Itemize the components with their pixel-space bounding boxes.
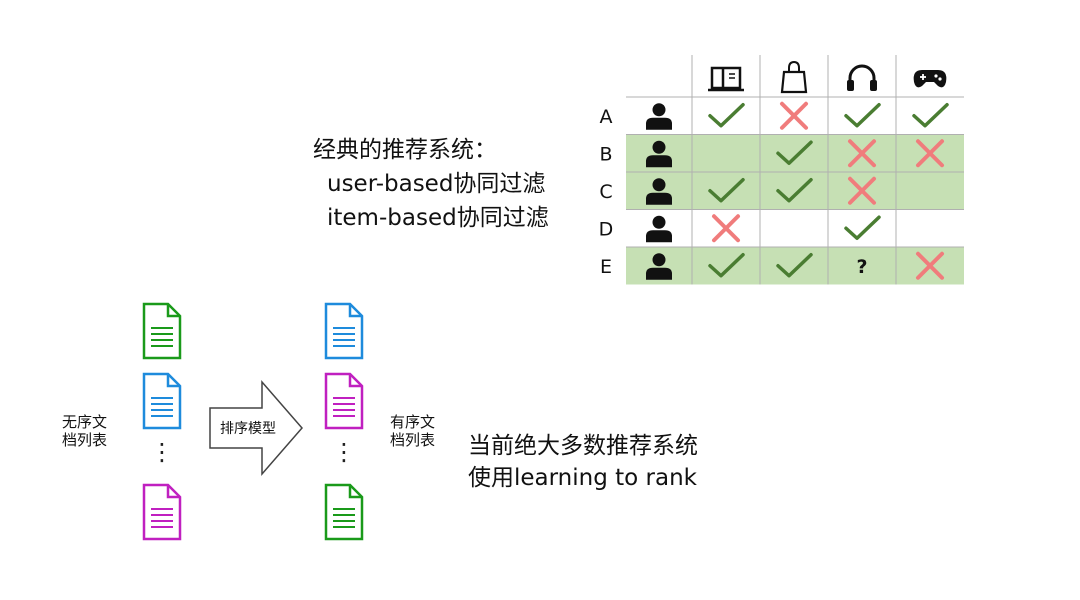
check-icon <box>708 253 745 278</box>
document-icon <box>142 483 182 541</box>
unordered-list-label: 无序文 档列表 <box>62 413 108 449</box>
person-icon <box>646 215 672 243</box>
classic-recsys-text: 经典的推荐系统： user-based协同过滤 item-based协同过滤 <box>313 133 549 235</box>
shopping-bag-icon <box>780 60 808 94</box>
ellipsis: ⋮ <box>332 438 356 466</box>
user-label: D <box>599 218 614 240</box>
document-icon <box>142 372 182 430</box>
ellipsis: ⋮ <box>150 438 174 466</box>
person-icon <box>646 103 672 130</box>
document-icon <box>324 372 364 430</box>
user-label: A <box>600 106 613 128</box>
unknown-rating: ? <box>856 256 867 278</box>
person-icon <box>646 253 672 280</box>
highlight-row <box>626 172 964 210</box>
book-icon <box>708 66 744 92</box>
document-icon <box>324 483 364 541</box>
user-based-cf: user-based协同过滤 <box>327 171 546 197</box>
cross-icon <box>712 214 740 243</box>
cross-icon <box>848 176 876 205</box>
ltr-note: 当前绝大多数推荐系统 使用learning to rank <box>468 430 698 494</box>
user-label: C <box>599 181 612 203</box>
user-label: E <box>600 256 612 278</box>
check-icon <box>844 215 881 240</box>
person-icon <box>646 178 672 205</box>
check-icon <box>708 178 745 203</box>
ltr-note-line1: 当前绝大多数推荐系统 <box>468 433 698 459</box>
check-icon <box>708 103 745 128</box>
cross-icon <box>916 251 944 280</box>
cross-icon <box>916 139 944 168</box>
ltr-diagram: ⋮ 排序模型 ⋮ <box>142 302 364 541</box>
document-icon <box>324 302 364 360</box>
user-label: B <box>599 143 612 165</box>
item-based-cf: item-based协同过滤 <box>327 205 549 231</box>
highlight-row <box>626 134 964 172</box>
cross-icon <box>780 101 808 130</box>
ordered-list-label: 有序文 档列表 <box>390 413 436 449</box>
check-icon <box>844 103 881 128</box>
headphones-icon <box>847 64 877 91</box>
classic-title: 经典的推荐系统： <box>313 137 497 163</box>
ranking-model-arrow <box>209 379 303 477</box>
check-icon <box>776 178 813 203</box>
ranking-model-label: 排序模型 <box>220 421 276 437</box>
check-icon <box>776 140 813 165</box>
cross-icon <box>848 139 876 168</box>
document-icon <box>142 302 182 360</box>
gamepad-icon <box>913 70 947 88</box>
ltr-note-line2: 使用learning to rank <box>468 465 697 491</box>
check-icon <box>776 253 813 278</box>
person-icon <box>646 140 672 168</box>
check-icon <box>912 103 949 128</box>
highlight-row <box>626 247 964 285</box>
